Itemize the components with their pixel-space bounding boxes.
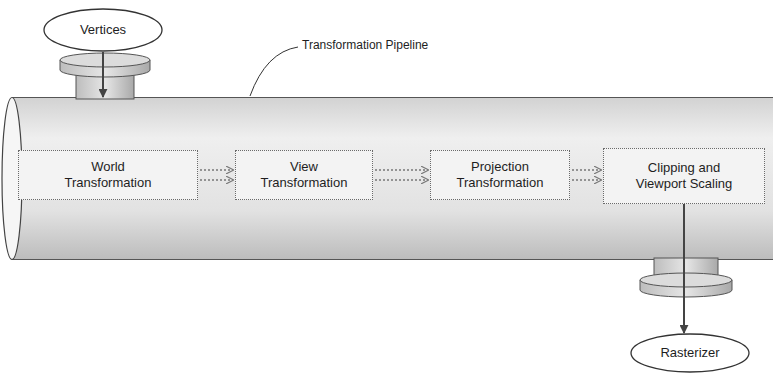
ellipse-shape [631, 334, 749, 372]
outlet-funnel [640, 258, 732, 297]
stage-box: Projection Transformation [430, 150, 570, 200]
node-label: Vertices [80, 22, 126, 38]
outlet-rim [640, 273, 732, 287]
text-group: View Transformation [248, 159, 360, 190]
connector-line [200, 179, 233, 180]
node-label: World Transformation [52, 159, 164, 190]
stage-box: Clipping and Viewport Scaling [603, 148, 765, 204]
connector [200, 170, 233, 180]
connector-line [572, 179, 601, 180]
pipeline-cylinder: Transformation PipelineWorld Transformat… [0, 97, 773, 260]
node-label: View Transformation [248, 159, 360, 190]
connector-line [200, 169, 233, 170]
node-label: Projection Transformation [444, 159, 556, 190]
text-group: Vertices [80, 22, 126, 38]
connector-line [375, 179, 428, 180]
connector-line [683, 204, 685, 333]
pipe-body [12, 98, 773, 260]
input-ellipse: Vertices [43, 8, 163, 52]
connector [103, 52, 104, 97]
text-group: Clipping and Viewport Scaling [628, 160, 740, 191]
inlet-rim [60, 53, 150, 67]
node-label: Clipping and Viewport Scaling [628, 160, 740, 191]
leader-line [250, 47, 298, 96]
ellipse-shape [44, 9, 162, 51]
pipe-label: Transformation Pipeline [302, 38, 428, 52]
node-label: Rasterizer [660, 345, 719, 361]
connector [684, 204, 685, 333]
inlet-funnel [60, 53, 150, 99]
stage-box: View Transformation [235, 150, 373, 200]
stage-box: World Transformation [18, 150, 198, 200]
text-group: Rasterizer [660, 345, 719, 361]
text-group: Projection Transformation [444, 159, 556, 190]
connector-line [375, 169, 428, 170]
connector-line [102, 52, 104, 97]
connector [375, 170, 428, 180]
text-group: World Transformation [52, 159, 164, 190]
connector [572, 170, 601, 180]
output-ellipse: Rasterizer [630, 333, 750, 373]
connector-line [572, 169, 601, 170]
